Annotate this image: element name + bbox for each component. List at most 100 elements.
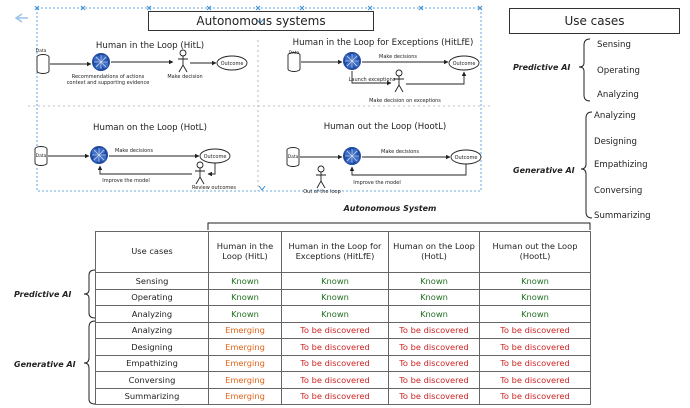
predictive-item-analyzing: Analyzing	[597, 90, 639, 100]
generative-ai-label: Generative AI	[513, 166, 575, 175]
matrix-header-use-cases: Use cases	[95, 231, 209, 273]
q4-outcome-label: Outcome	[455, 155, 478, 161]
matrix-cell: To be discovered	[281, 321, 389, 339]
q2-annotation-2: Launch exceptions	[349, 77, 396, 83]
matrix-cell: Known	[388, 305, 480, 323]
q2-outcome-label: Outcome	[453, 61, 476, 67]
matrix-cell: Emerging	[208, 354, 282, 372]
matrix-cell: To be discovered	[281, 338, 389, 356]
q2-annotation-3: Make decision on exceptions	[369, 98, 441, 104]
row-label: Designing	[95, 338, 209, 356]
matrix-cell: Known	[388, 272, 480, 290]
matrix-cell: To be discovered	[479, 338, 591, 356]
generative-item-empathizing: Empathizing	[594, 160, 648, 170]
q1-data-label: Data	[36, 48, 47, 54]
matrix-predictive-brace	[83, 269, 96, 319]
matrix-cell: Known	[281, 288, 389, 306]
quadrant-title-hitl: Human in the Loop (HitL)	[95, 41, 205, 51]
quadrant-hootl-drawing	[286, 146, 482, 189]
row-label: Sensing	[95, 272, 209, 290]
matrix-cell: Known	[281, 305, 389, 323]
quadrant-hitlfe-drawing	[287, 51, 480, 93]
matrix-cell: Emerging	[208, 387, 282, 405]
q3-data-label: Data	[36, 153, 47, 159]
matrix-cell: To be discovered	[479, 321, 591, 339]
quadrant-title-hotl: Human on the Loop (HotL)	[93, 123, 207, 133]
use-cases-title-text: Use cases	[564, 14, 625, 28]
matrix-cell: Known	[208, 288, 282, 306]
matrix-cell: To be discovered	[479, 371, 591, 389]
matrix-cell: To be discovered	[281, 354, 389, 372]
matrix-cell: Known	[388, 288, 480, 306]
matrix-cell: To be discovered	[388, 338, 480, 356]
page-title: Autonomous systems	[148, 11, 374, 31]
quadrant-hotl-drawing	[34, 145, 231, 185]
row-label: Conversing	[95, 371, 209, 389]
matrix-cell: Emerging	[208, 371, 282, 389]
matrix-cell: Known	[479, 305, 591, 323]
q3-outcome-label: Outcome	[204, 154, 227, 160]
matrix-header-hootl: Human out the Loop (HootL)	[479, 231, 591, 273]
row-label: Summarizing	[95, 387, 209, 405]
selection-handles	[34, 5, 483, 191]
q4-data-label: Data	[288, 154, 299, 160]
matrix-predictive-label: Predictive AI	[14, 290, 72, 299]
matrix-cell: Known	[208, 272, 282, 290]
matrix-header-hotl: Human on the Loop (HotL)	[388, 231, 480, 273]
matrix-cell: To be discovered	[479, 354, 591, 372]
q3-annotation-2: Improve the model	[102, 178, 150, 184]
generative-item-designing: Designing	[594, 137, 637, 147]
row-label: Analyzing	[95, 321, 209, 339]
q4-annotation-2: Improve the model	[353, 180, 401, 186]
matrix-header-hitl: Human in the Loop (HitL)	[208, 231, 282, 273]
q1-annotation-2: context and supporting evidence	[67, 80, 150, 86]
generative-item-conversing: Conversing	[594, 186, 643, 196]
matrix-generative-label: Generative AI	[14, 360, 76, 369]
generative-item-analyzing: Analyzing	[594, 111, 636, 121]
matrix-cell: To be discovered	[388, 354, 480, 372]
matrix-generative-brace	[83, 320, 96, 405]
quadrant-hitl-drawing	[36, 49, 248, 74]
q4-annotation-3: Out of the loop	[303, 189, 341, 195]
row-label: Empathizing	[95, 354, 209, 372]
predictive-ai-label: Predictive AI	[513, 63, 571, 72]
q4-annotation-1: Make decisions	[381, 149, 419, 155]
matrix-title: Autonomous System	[343, 204, 437, 213]
matrix-header-hitlfe: Human in the Loop for Exceptions (HitLfE…	[281, 231, 389, 273]
q2-data-label: Data	[289, 50, 300, 56]
q2-annotation-1: Make decisions	[379, 54, 417, 60]
q1-annotation-3: Make decision	[167, 74, 202, 80]
q1-outcome-label: Outcome	[221, 61, 244, 67]
matrix-cell: Known	[208, 305, 282, 323]
autonomous-system-bracket	[207, 222, 591, 230]
generative-item-summarizing: Summarizing	[594, 211, 651, 221]
matrix-cell: Emerging	[208, 338, 282, 356]
back-arrow-icon	[14, 13, 28, 23]
matrix-header-row: Use cases Human in the Loop (HitL) Human…	[95, 231, 591, 273]
page-title-text: Autonomous systems	[196, 14, 326, 28]
matrix-cell: Known	[479, 272, 591, 290]
matrix-cell: Known	[479, 288, 591, 306]
matrix-cell: To be discovered	[388, 321, 480, 339]
predictive-item-operating: Operating	[597, 66, 640, 76]
q3-annotation-3: Review outcomes	[192, 185, 236, 191]
matrix-cell: To be discovered	[281, 371, 389, 389]
matrix-cell: Known	[281, 272, 389, 290]
quadrant-title-hootl: Human out the Loop (HootL)	[323, 122, 447, 132]
generative-brace	[580, 111, 593, 219]
row-label: Operating	[95, 288, 209, 306]
selection-frame	[36, 7, 482, 192]
q3-annotation-1: Make decisions	[115, 148, 153, 154]
q1-annotation-1: Recommendations of actions	[72, 74, 145, 80]
quadrant-title-hitlfe: Human in the Loop for Exceptions (HitLfE…	[292, 38, 474, 48]
use-cases-title: Use cases	[509, 8, 680, 34]
predictive-brace	[578, 38, 591, 102]
capability-matrix: Use cases Human in the Loop (HitL) Human…	[95, 231, 591, 405]
matrix-cell: To be discovered	[388, 371, 480, 389]
matrix-cell: To be discovered	[281, 387, 389, 405]
